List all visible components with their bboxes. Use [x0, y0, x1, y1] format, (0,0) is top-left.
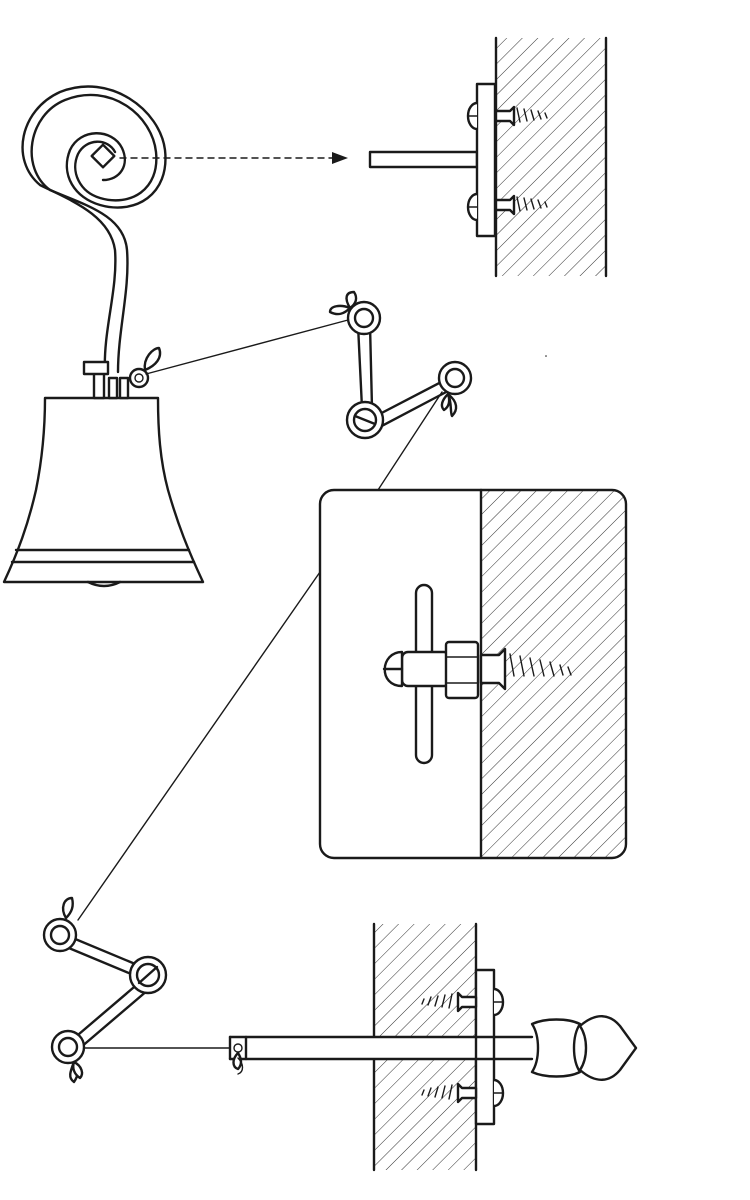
- pull-wire: [77, 571, 321, 921]
- bell-eyelet-icon: [128, 367, 150, 389]
- pull-wire: [377, 391, 443, 491]
- wall-pull-knob: [228, 922, 638, 1172]
- bracket-arm: [368, 150, 479, 169]
- bell-crank-lower: [41, 896, 168, 1084]
- wall-plug-icon: [421, 1082, 478, 1104]
- knob-plate: [474, 968, 496, 1126]
- wall-plug-icon: [494, 105, 548, 127]
- spring-coil: [21, 85, 348, 374]
- bell-body: [2, 396, 205, 584]
- wall-plug-icon: [479, 647, 507, 691]
- detail-inset: [318, 488, 628, 860]
- pull-knob-icon: [578, 1015, 638, 1081]
- pull-wire: [145, 319, 349, 375]
- crank-pivot-icon: [42, 917, 78, 953]
- wall-bracket-top: [368, 36, 608, 278]
- arrow-head-icon: [332, 152, 348, 164]
- crank-pivot-icon: [346, 300, 382, 336]
- bracket-plate: [475, 82, 497, 238]
- bell: [2, 346, 205, 588]
- crank-pivot-icon: [50, 1029, 86, 1065]
- crank-pivot-icon: [437, 360, 473, 396]
- spindle-icon: [90, 143, 116, 169]
- wall-plug-icon: [494, 194, 548, 216]
- wall-plug-icon: [421, 991, 478, 1013]
- wall-section-top: [496, 38, 606, 276]
- bell-pin-icon: [82, 360, 110, 376]
- inset-frame: [318, 488, 628, 860]
- knob-collar: [530, 1018, 582, 1078]
- bell-crank-upper: [328, 290, 473, 440]
- wire-twist-icon: [143, 346, 162, 372]
- hex-nut-icon: [444, 640, 480, 700]
